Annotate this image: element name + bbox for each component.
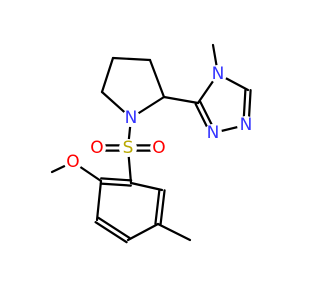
atom-label-background [209, 65, 227, 83]
bond-B4-B5 [126, 222, 160, 242]
atom-n-triazole-2: N [204, 123, 222, 143]
atom-label: O [66, 152, 79, 172]
atom-label-background [204, 124, 222, 142]
atom-o-methoxy: O [64, 152, 82, 172]
bond-C2-C3 [148, 58, 166, 99]
atom-label-background [237, 116, 255, 134]
atom-o-sulfonyl-left: O [88, 138, 106, 158]
atom-label: N [212, 64, 225, 84]
atom-n-triazole-1: N [237, 115, 255, 135]
atom-label: S [123, 138, 134, 158]
bond-B5-B6-b [154, 188, 161, 225]
bond-B1-B2-b [99, 182, 132, 187]
bond-B5-B6-a [159, 189, 166, 226]
atom-label: N [125, 108, 138, 128]
atom-label: O [152, 138, 165, 158]
bond-C2-T1 [162, 95, 200, 105]
atom-n-pyrrolidine: N [122, 108, 140, 128]
atom-o-sulfonyl-right: O [150, 138, 168, 158]
atom-label: N [240, 115, 253, 135]
atom-s-sulfonyl: S [119, 138, 137, 158]
bond-C4-C5 [100, 56, 115, 94]
atom-label-background [122, 109, 140, 127]
atom-label-background [150, 139, 168, 157]
bond-B3-B4-a [94, 221, 128, 244]
atom-label-background [119, 139, 137, 157]
atom-label: O [90, 138, 103, 158]
bond-B2-B3 [95, 179, 103, 222]
atom-label-background [64, 153, 82, 171]
bond-B1-B2-a [100, 177, 133, 182]
atom-label: N [207, 123, 220, 143]
bond-B6-B1 [129, 181, 164, 192]
bond-B3-B4-b [97, 216, 131, 239]
bond-C3-C4 [111, 56, 152, 62]
bond-B5-CM2 [156, 222, 192, 242]
atom-n-triazole-4: N [209, 64, 227, 84]
atom-label-background [88, 139, 106, 157]
